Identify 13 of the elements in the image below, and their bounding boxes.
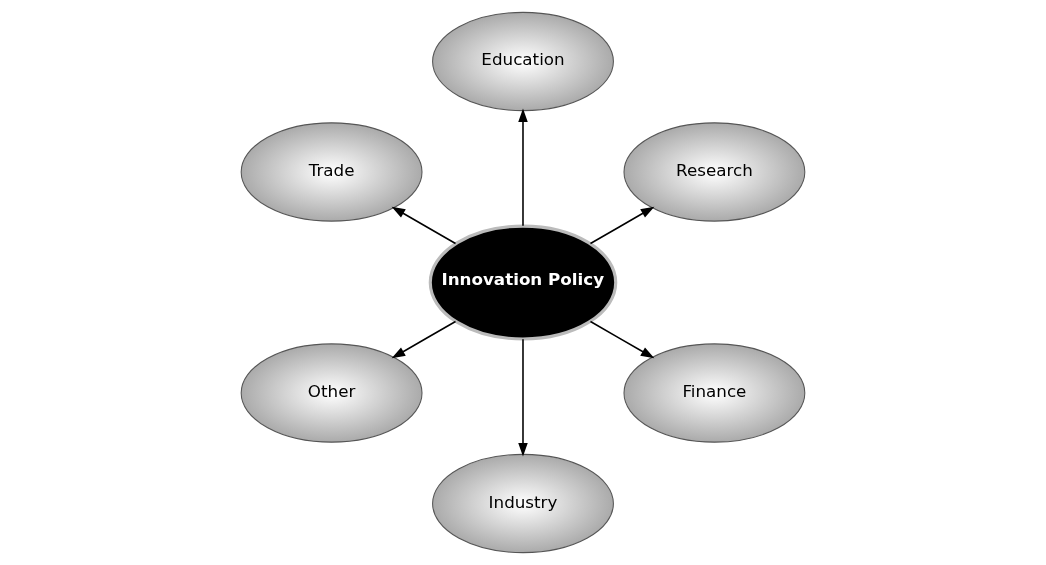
arrow <box>589 320 655 359</box>
node-ellipse: Innovation Policy <box>428 224 618 341</box>
arrow <box>391 320 457 359</box>
node-ellipse: Other <box>240 343 423 443</box>
node-ellipse: Industry <box>432 453 614 554</box>
node-ellipse: Education <box>432 11 614 112</box>
arrow <box>589 206 655 245</box>
arrow <box>518 108 528 227</box>
node-ellipse: Finance <box>623 343 806 443</box>
node-ellipse: Research <box>623 122 806 222</box>
arrow <box>518 338 528 457</box>
arrow <box>391 206 457 245</box>
node-ellipse: Trade <box>240 122 423 222</box>
